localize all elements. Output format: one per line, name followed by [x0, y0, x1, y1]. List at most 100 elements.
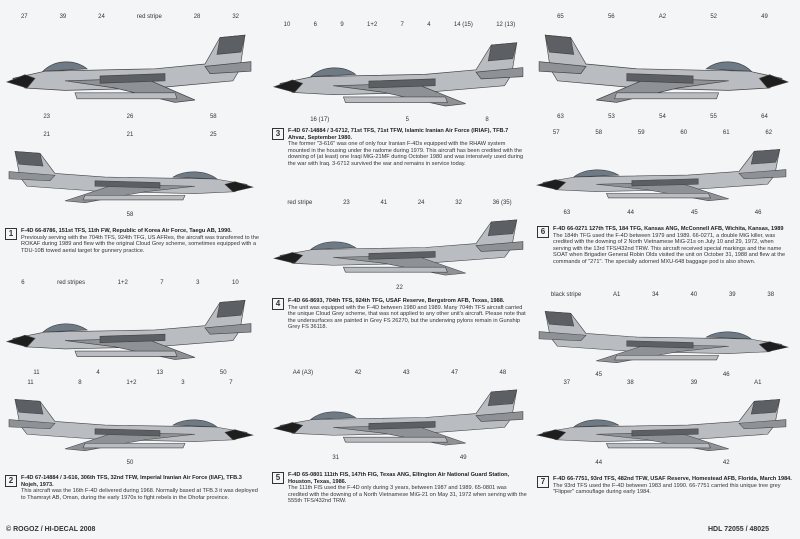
callout-label: 6 [21, 280, 25, 286]
callout-label: 48 [499, 370, 507, 376]
callout-label: 26 [126, 114, 134, 120]
callout-label: 58 [126, 212, 134, 218]
callout-labels-lower: 50 [5, 460, 255, 466]
callout-label: 60 [680, 130, 688, 136]
callout-label: A2 [658, 14, 667, 20]
callout-label: 39 [690, 380, 698, 386]
caption-number: 2 [5, 475, 17, 487]
callout-label: 24 [98, 14, 105, 20]
callout-label: red stripe [287, 200, 313, 206]
caption-4: 4 F-4D 66-8693, 704th TFS, 924th TFG, US… [272, 298, 527, 331]
callout-label: 28 [193, 14, 201, 20]
callout-label: 38 [767, 292, 775, 298]
callout-label: 13 [156, 370, 164, 376]
caption-6: 6 F-4D 66-0271 127th TFS, 184 TFG, Kansa… [537, 226, 792, 266]
aircraft-silhouette [5, 299, 252, 360]
aircraft-silhouette [8, 151, 255, 203]
callout-label: 45 [595, 372, 603, 378]
callout-label: 34 [652, 292, 659, 298]
aircraft-silhouette [538, 34, 790, 103]
callout-labels-lower: 63 44 45 46 [535, 210, 790, 216]
callout-label: 27 [20, 14, 28, 20]
callout-label: 1+2 [126, 380, 137, 386]
callout-label: 59 [637, 130, 645, 136]
callout-label: 46 [754, 210, 762, 216]
callout-label: 65 [557, 14, 564, 20]
callout-label: 3 [181, 380, 185, 386]
callout-label: 45 [691, 210, 698, 216]
callout-label: 21 [126, 132, 134, 138]
callout-label: A1 [754, 380, 762, 386]
callout-label: 41 [380, 200, 388, 206]
callout-label: 11 [33, 370, 40, 376]
callout-label: 25 [209, 132, 217, 138]
callout-label: 63 [563, 210, 571, 216]
callout-label: 32 [455, 200, 462, 206]
caption-5: 5 F-4D 65-0801 111th FIS, 147th FIG, Tex… [272, 472, 527, 505]
caption-title: F-4D 66-0271 127th TFS, 184 TFG, Kansas … [553, 226, 784, 232]
caption-7: 7 F-4D 66-7751, 93rd TFS, 482nd TFW, USA… [537, 476, 792, 496]
callout-label: 8 [78, 380, 82, 386]
caption-body: The former "3-616" was one of only four … [288, 141, 524, 167]
callout-label: 38 [627, 380, 634, 386]
callout-label: 32 [232, 14, 240, 20]
callout-label: 12 (13) [496, 22, 516, 28]
aircraft-silhouette [538, 311, 790, 363]
callout-label: 5 [405, 117, 409, 123]
callout-label: 44 [627, 210, 634, 216]
caption-body: The 184th TFG used the F-4D between 1979… [553, 232, 786, 265]
callout-label: 42 [722, 460, 730, 466]
callout-label: 49 [761, 14, 768, 20]
caption-title: F-4D 65-0801 111th FIS, 147th FIG, Texas… [288, 472, 510, 485]
callout-label: A4 (A3) [292, 370, 314, 376]
caption-number: 5 [272, 472, 284, 484]
caption-title: F-4D 66-8693, 704th TFS, 924th TFG, USAF… [288, 298, 505, 304]
callout-label: 7 [160, 280, 164, 286]
callout-label: 55 [710, 114, 717, 120]
callout-label: black stripe [550, 292, 582, 298]
callout-label: 10 [283, 22, 291, 28]
callout-label: 64 [761, 114, 768, 120]
callout-label: 14 (15) [453, 22, 473, 28]
callout-label: 58 [209, 114, 217, 120]
callout-label: 42 [354, 370, 362, 376]
callout-labels-lower: 22 [272, 285, 527, 291]
aircraft-silhouette [272, 42, 524, 107]
callout-labels-lower: 23 26 58 [5, 114, 255, 120]
product-code: HDL 72055 / 48025 [708, 526, 769, 533]
aircraft-silhouette [272, 219, 524, 276]
callout-label: red stripes [57, 280, 86, 286]
caption-body: This aircraft was the 16th F-4D delivere… [21, 488, 258, 501]
caption-title: F-4D 67-14884 / 3-6712, 71st TFS, 71st T… [288, 128, 509, 141]
callout-label: 52 [710, 14, 717, 20]
callout-label: 23 [343, 200, 350, 206]
callout-label: 56 [607, 14, 615, 20]
callout-label: 63 [557, 114, 564, 120]
callout-label: 49 [459, 455, 467, 461]
callout-label: 62 [765, 130, 773, 136]
callout-label: 23 [43, 114, 50, 120]
aircraft-silhouette [8, 399, 255, 451]
callout-label: 22 [396, 285, 403, 291]
callout-label: A1 [612, 292, 621, 298]
callout-label: 46 [722, 372, 730, 378]
callout-label: 58 [595, 130, 603, 136]
caption-title: F-4D 67-14884 / 3-616, 306th TFS, 32nd T… [21, 475, 242, 488]
caption-body: The 111th FIS used the F-4D only during … [288, 485, 527, 505]
callout-label: 7 [229, 380, 233, 386]
